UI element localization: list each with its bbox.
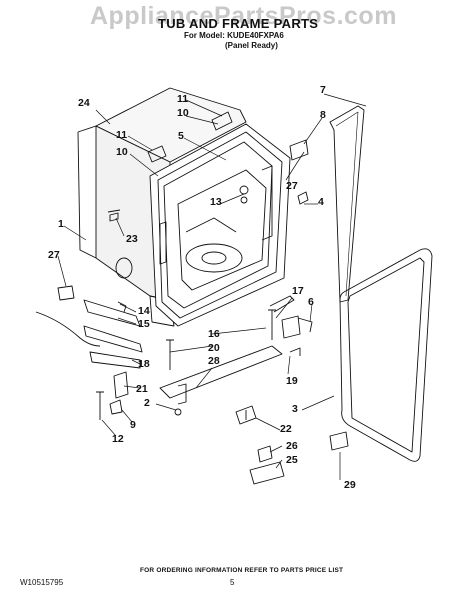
callout-24: 24 [78,97,90,109]
callout-11: 11 [116,129,128,141]
callout-18: 18 [138,358,150,370]
callout-5: 5 [178,130,184,142]
callout-23: 23 [126,233,138,245]
ordering-note: FOR ORDERING INFORMATION REFER TO PARTS … [140,567,344,574]
page-number: 5 [230,578,235,587]
diagram-title: TUB AND FRAME PARTS [158,16,319,31]
callout-15: 15 [138,318,150,330]
callout-26: 26 [286,440,298,452]
callout-4: 4 [318,196,324,208]
callout-8: 8 [320,109,326,121]
callout-7: 7 [320,84,326,96]
callout-27: 27 [286,180,298,192]
gasket-loop [339,248,433,462]
callout-2: 2 [144,397,150,409]
callout-17: 17 [292,285,304,297]
callout-20: 20 [208,342,220,354]
callout-13: 13 [210,196,222,208]
callout-25: 25 [286,454,298,466]
callout-9: 9 [130,419,136,431]
model-line: For Model: KUDE40FXPA6 [184,31,284,40]
callout-19: 19 [286,375,298,387]
tub-shell [77,87,247,327]
callout-28: 28 [208,355,220,367]
callout-3: 3 [292,403,298,415]
callout-10: 10 [177,107,189,119]
callout-21: 21 [136,383,148,395]
callout-22: 22 [280,423,292,435]
door-seal [329,105,365,303]
callout-12: 12 [112,433,124,445]
leader-lines [57,93,367,480]
callout-16: 16 [208,328,220,340]
watermark: AppliancePartsPros.com [90,2,397,30]
callout-1: 1 [58,218,64,230]
callout-11: 11 [177,93,189,105]
callout-29: 29 [344,479,356,491]
small-parts [35,111,349,485]
callout-10: 10 [116,146,128,158]
document-number: W10515795 [20,578,64,587]
callout-27: 27 [48,249,60,261]
callout-6: 6 [308,296,314,308]
callout-14: 14 [138,305,150,317]
variant-line: (Panel Ready) [225,41,278,50]
front-frame [149,123,291,327]
